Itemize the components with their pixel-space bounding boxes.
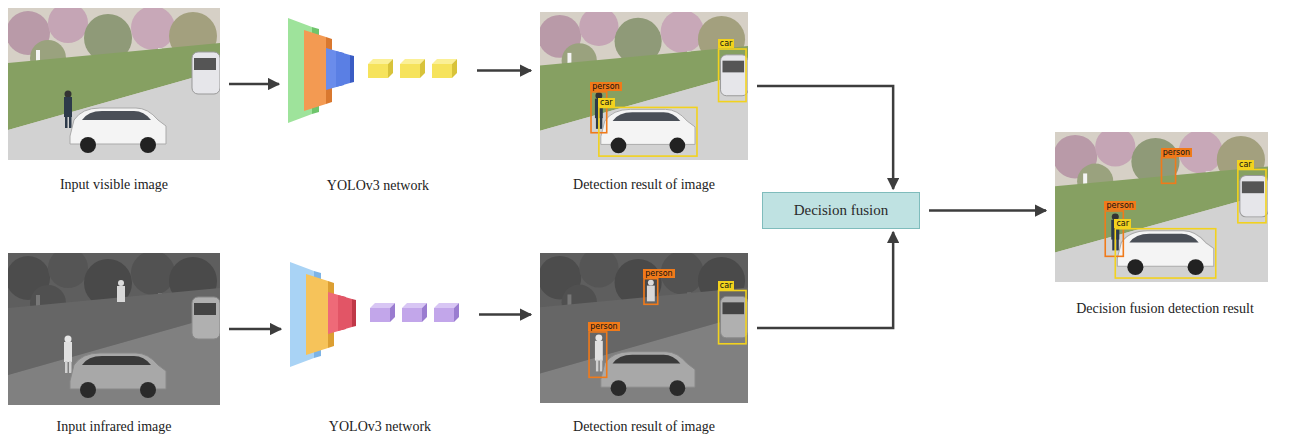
image-area bbox=[8, 8, 220, 160]
network-icon bbox=[288, 18, 457, 123]
bounding-box bbox=[599, 107, 697, 156]
detection-photo bbox=[538, 7, 748, 160]
class-tag: car bbox=[718, 39, 735, 48]
image-area bbox=[8, 253, 220, 405]
figure-panel: Input visible image bbox=[8, 8, 220, 193]
flow-arrow bbox=[229, 83, 279, 86]
network-icon bbox=[290, 262, 459, 367]
class-tag: person bbox=[1161, 148, 1192, 157]
detection-photo bbox=[538, 248, 748, 403]
box-label: Decision fusion bbox=[777, 201, 905, 220]
figure-caption: YOLOv3 network bbox=[290, 418, 470, 435]
bounding-box bbox=[1105, 211, 1123, 256]
bounding-box bbox=[589, 332, 607, 377]
flow-arrow bbox=[757, 232, 893, 328]
bounding-box bbox=[719, 291, 746, 344]
figure-panel: YOLOv3 network bbox=[290, 262, 470, 435]
class-tag: person bbox=[643, 269, 674, 278]
figure-caption: YOLOv3 network bbox=[288, 177, 468, 194]
bounding-box bbox=[1238, 170, 1266, 223]
image-area bbox=[290, 262, 470, 367]
bounding-box bbox=[1162, 158, 1176, 184]
flow-arrow bbox=[479, 313, 531, 316]
fusion-photo bbox=[1053, 127, 1268, 282]
figure-panel: YOLOv3 network bbox=[288, 18, 468, 194]
flow-arrow bbox=[757, 86, 893, 189]
class-tag: car bbox=[1114, 219, 1131, 228]
figure-caption: Input infrared image bbox=[8, 418, 220, 435]
infrared-photo bbox=[6, 248, 220, 405]
flow-arrow bbox=[229, 328, 281, 331]
figure-caption: Detection result of image bbox=[540, 418, 748, 435]
flow-arrow bbox=[477, 69, 531, 72]
bounding-box bbox=[1115, 229, 1215, 278]
bounding-box bbox=[719, 49, 746, 102]
class-tag: person bbox=[1104, 201, 1135, 210]
image-area bbox=[540, 12, 748, 160]
figure-panel: Input infrared image bbox=[8, 253, 220, 435]
bounding-boxes bbox=[589, 49, 1266, 377]
visible-photo bbox=[6, 3, 220, 160]
class-tag: car bbox=[718, 281, 735, 290]
class-tag: car bbox=[1237, 160, 1254, 169]
figure-caption: Decision fusion detection result bbox=[1040, 300, 1290, 317]
flow-arrow bbox=[929, 209, 1046, 212]
class-tag: person bbox=[588, 322, 619, 331]
class-tag: person bbox=[590, 82, 621, 91]
figure-caption: Detection result of image bbox=[540, 176, 748, 193]
process-box: Decision fusion bbox=[762, 192, 920, 229]
class-tag: car bbox=[598, 98, 615, 107]
bounding-box bbox=[644, 279, 658, 305]
figure-caption: Input visible image bbox=[8, 176, 220, 193]
image-area bbox=[288, 18, 468, 123]
